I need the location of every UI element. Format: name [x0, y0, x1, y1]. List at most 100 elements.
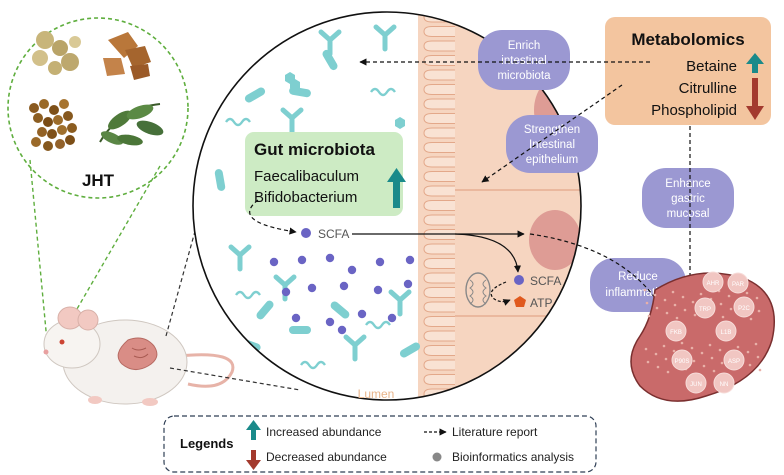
zoom-line-top [165, 111, 229, 337]
stomach-speck [671, 290, 675, 294]
stomach-speck [647, 314, 651, 318]
stomach-speck [681, 295, 685, 299]
villus [423, 171, 455, 182]
stomach-speck [712, 369, 716, 373]
spiral-microbe [225, 117, 251, 127]
villus [423, 40, 455, 52]
scfa-particle [297, 255, 307, 265]
scfa-particle [387, 313, 397, 323]
villus [423, 214, 455, 226]
stomach-speck [680, 341, 684, 345]
stomach-target-label: L1B [721, 330, 732, 336]
scfa-cell-dot-icon [514, 275, 524, 285]
villus [423, 200, 455, 211]
stomach-speck [675, 316, 679, 320]
atp-pentagon-icon [514, 296, 526, 307]
stomach-speck [644, 347, 648, 351]
legend-decreased-label: Decreased abundance [266, 450, 387, 464]
scfa-particle [307, 283, 317, 293]
stomach-target-label: ASP [728, 359, 740, 365]
cell-nucleus-bottom [529, 210, 581, 270]
cocci-microbe [395, 117, 405, 129]
rod-microbe [244, 87, 266, 103]
stomach-target-label: P2C [738, 306, 750, 312]
stomach-target-label: AHR [707, 281, 720, 287]
stomach-speck [691, 300, 695, 304]
lumen-label: Lumen [358, 387, 395, 401]
stomach-speck [673, 303, 677, 307]
scfa-dots [269, 253, 415, 335]
villus [423, 359, 455, 371]
microbiota-to-scfa-arrow [249, 199, 297, 235]
villus [423, 316, 455, 327]
stomach-speck [654, 352, 658, 356]
villus [423, 98, 455, 110]
stomach-speck [656, 365, 660, 369]
y-shaped-microbe [343, 334, 367, 362]
stomach-speck [756, 355, 760, 359]
stomach-speck [699, 292, 703, 296]
herb-seeds-image [32, 31, 81, 75]
stomach-target-label: NN [720, 382, 729, 388]
stomach-speck [664, 357, 668, 361]
villus [423, 69, 455, 81]
stomach-speck [683, 308, 687, 312]
microbe-bifidobacterium: Bifidobacterium [254, 189, 357, 206]
stomach-target-node: JUN [685, 372, 707, 394]
stomach-speck [690, 346, 694, 350]
stomach-speck [749, 317, 753, 321]
stomach-target-label: JUN [690, 382, 702, 388]
stomach-speck [643, 288, 647, 292]
herb-connector-right [51, 165, 161, 353]
stomach-target-node: AHR [702, 271, 724, 293]
scfa-particle [373, 285, 383, 295]
scfa-to-cell-arrow [454, 233, 522, 273]
rod-microbe [289, 326, 311, 334]
scfa-pathway: SCFA SCFA ATP [249, 199, 561, 310]
scfa-particle [281, 287, 291, 297]
y-shaped-microbe [318, 29, 342, 57]
betaine-increased-arrow-icon [746, 53, 764, 73]
stomach-target-node: NN [713, 372, 735, 394]
rod-microbe [214, 169, 226, 191]
y-shaped-microbe [373, 24, 397, 52]
stomach-speck [710, 356, 714, 360]
metabolite-citrulline: Citrulline [679, 80, 737, 97]
stomach-speck [727, 294, 731, 298]
strengthen-line-3: epithelium [526, 154, 578, 166]
stomach-speck [755, 296, 759, 300]
effect-enhance-bubble: Enhance gastric mucosal [642, 168, 734, 228]
metabolite-betaine: Betaine [686, 58, 737, 75]
stomach-speck [693, 313, 697, 317]
villus [423, 374, 455, 385]
herb-panel: JHT [7, 17, 189, 199]
stomach-speck [719, 302, 723, 306]
stomach-speck [645, 301, 649, 305]
stomach-speck [718, 348, 722, 352]
scfa-particle [291, 313, 301, 323]
herb-slices-image [103, 32, 151, 80]
y-shaped-microbe [228, 244, 252, 272]
herb-label: JHT [82, 171, 115, 190]
metabolomics-background [605, 17, 771, 125]
stomach-speck [653, 293, 657, 297]
enhance-line-3: mucosal [667, 208, 710, 220]
scfa-particle [405, 255, 415, 265]
stomach-speck [758, 368, 762, 372]
legend-literature-label: Literature report [452, 425, 538, 439]
herb-connector-left [29, 159, 49, 353]
spiral-microbe [235, 290, 261, 300]
legend-increased-icon [246, 420, 261, 440]
stomach-speck [708, 343, 712, 347]
rod-microbe [256, 300, 274, 320]
scfa-particle [403, 279, 413, 289]
microbe-population [214, 24, 421, 370]
reduce-line-1: Reduce [618, 271, 658, 283]
stomach-speck [757, 309, 761, 313]
stomach-speck [721, 315, 725, 319]
villus [423, 84, 455, 95]
y-shaped-microbe [280, 107, 304, 135]
stomach-speck [720, 361, 724, 365]
stomach-speck [662, 344, 666, 348]
villus [423, 127, 455, 139]
